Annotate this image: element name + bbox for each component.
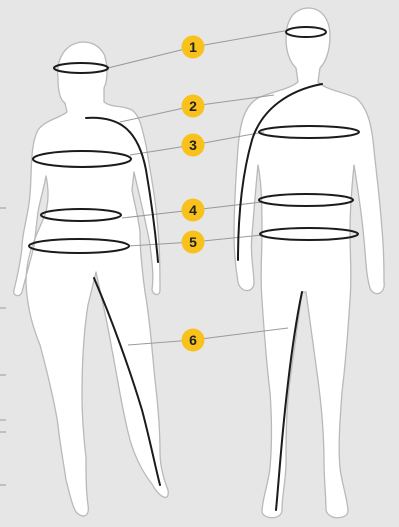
- female-figure: [14, 42, 169, 516]
- marker-label: 1: [189, 39, 197, 55]
- marker-4: 4: [182, 199, 205, 222]
- marker-label: 3: [189, 137, 197, 153]
- marker-label: 2: [189, 98, 197, 114]
- leader-1-right: [193, 30, 290, 47]
- marker-3: 3: [182, 134, 205, 157]
- marker-1: 1: [182, 36, 205, 59]
- marker-label: 6: [189, 332, 197, 348]
- marker-6: 6: [182, 329, 205, 352]
- marker-label: 4: [189, 202, 197, 218]
- marker-2: 2: [182, 95, 205, 118]
- edge-ticks: [0, 208, 6, 485]
- leader-1-left: [108, 47, 193, 68]
- marker-5: 5: [182, 231, 205, 254]
- male-figure: [234, 8, 384, 518]
- marker-label: 5: [189, 234, 197, 250]
- measurement-markers: 1 2 3 4 5 6: [182, 36, 205, 352]
